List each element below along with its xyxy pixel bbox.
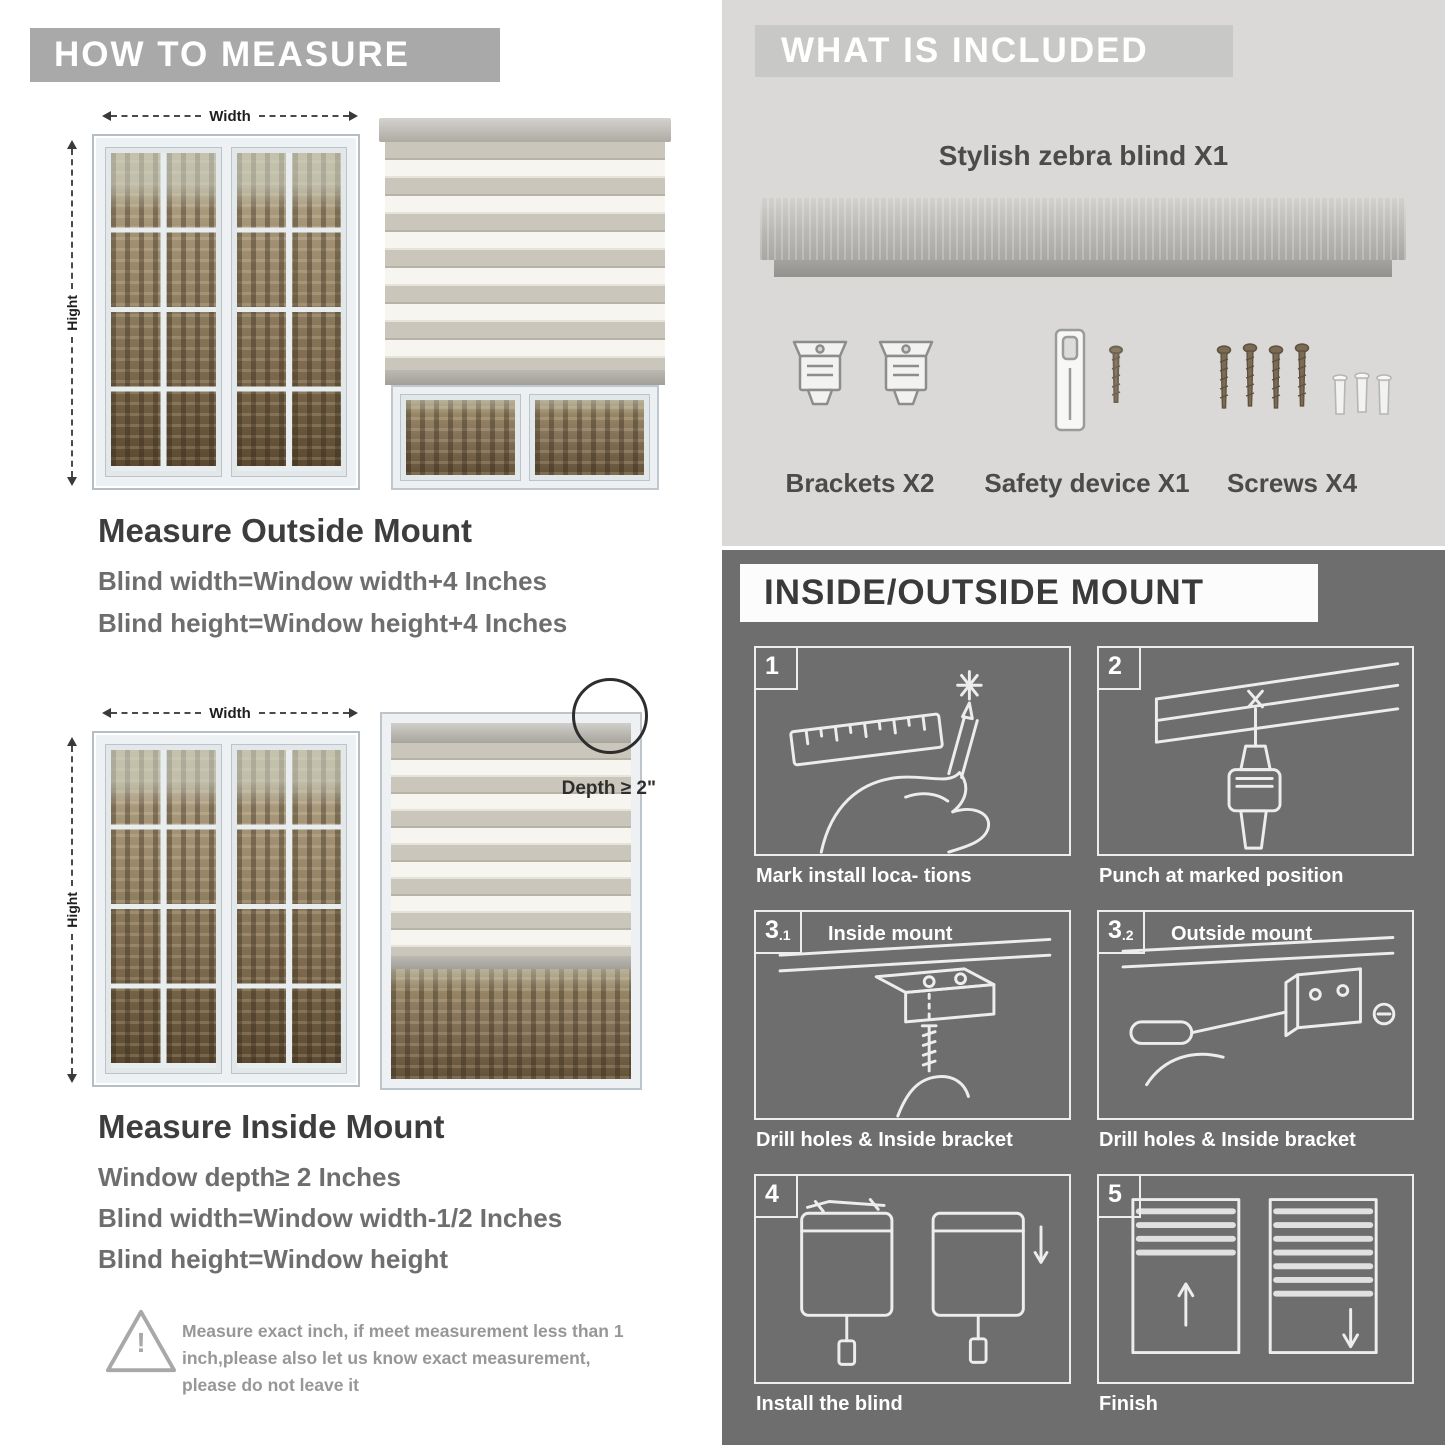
exclamation-mark: ! <box>136 1327 146 1358</box>
mount-section-header: INSIDE/OUTSIDE MOUNT <box>740 564 1318 622</box>
zebra-stripes <box>385 142 665 370</box>
arrow-down-icon <box>67 1074 77 1084</box>
blind-bottom-rail <box>385 370 665 385</box>
width-label: Width <box>209 107 251 125</box>
depth-callout-circle <box>572 678 648 754</box>
how-to-measure-header: HOW TO MEASURE <box>30 28 500 82</box>
step-title: Inside mount <box>828 923 953 945</box>
product-label: Stylish zebra blind X1 <box>938 140 1229 171</box>
outside-formula-height: Blind height=Window height+4 Inches <box>98 608 568 638</box>
width-arrow: Width <box>102 106 359 126</box>
window-glass <box>236 153 341 471</box>
inside-mount-title: Measure Inside Mount <box>98 1108 445 1145</box>
blind-headrail-illustration <box>760 198 1406 260</box>
step-5: 5 <box>1097 1174 1414 1432</box>
what-is-included-section: WHAT IS INCLUDED Stylish zebra blind X1 <box>722 0 1445 546</box>
step-1: 1 <box>754 646 1071 904</box>
window-frame <box>92 134 360 490</box>
step-number: 1 <box>756 648 798 690</box>
blind-cassette <box>379 118 671 142</box>
brackets-icon <box>784 328 944 451</box>
step-number: 5 <box>1099 1176 1141 1218</box>
window-illustration-inside: Width Hight <box>60 697 360 1087</box>
arrow-left-icon <box>102 708 111 718</box>
step-2: 2 <box>1097 646 1414 904</box>
right-column: WHAT IS INCLUDED Stylish zebra blind X1 <box>722 0 1445 1445</box>
step-caption: Drill holes & Inside bracket <box>1099 1129 1356 1151</box>
arrow-down-icon <box>67 477 77 487</box>
height-arrow: Hight <box>62 140 82 487</box>
window-illustration-outside: Width Hight <box>60 100 360 490</box>
step-number: 4 <box>756 1176 798 1218</box>
arrow-up-icon <box>67 737 77 746</box>
arrow-right-icon <box>349 708 359 718</box>
window-glass <box>111 153 216 471</box>
mount-steps-grid: 1 <box>754 646 1414 1432</box>
width-arrow: Width <box>102 703 359 723</box>
warning-triangle-icon: ! <box>102 1305 180 1377</box>
zebra-stripes <box>391 743 631 956</box>
step-caption: Install the blind <box>756 1393 903 1415</box>
outside-formula-width: Blind width=Window width+4 Inches <box>98 566 547 596</box>
step-number: 2 <box>1099 648 1141 690</box>
step-caption: Finish <box>1099 1393 1158 1415</box>
outside-bracket-illustration <box>1121 936 1396 1087</box>
zebra-blind-illustration-inside: Depth ≥ 2" <box>380 678 656 1090</box>
arrow-right-icon <box>349 111 359 121</box>
how-to-measure-section: HOW TO MEASURE Width Hight <box>0 0 722 1445</box>
outside-mount-title: Measure Outside Mount <box>98 512 473 549</box>
step-caption: Mark install loca- tions <box>756 865 972 887</box>
screws-icon <box>1210 336 1400 446</box>
inside-formula-height: Blind height=Window height <box>98 1244 448 1274</box>
height-label: Hight <box>64 295 80 331</box>
mount-instructions-section: INSIDE/OUTSIDE MOUNT 1 <box>722 550 1445 1445</box>
step-caption: Drill holes & Inside bracket <box>756 1129 1013 1151</box>
step-caption: Punch at marked position <box>1099 865 1344 887</box>
window-behind-blind <box>391 385 659 490</box>
step-number: 3.2 <box>1099 912 1145 954</box>
blind-headrail-lip <box>774 260 1392 277</box>
step-number: 3.1 <box>756 912 802 954</box>
height-label: Hight <box>64 892 80 928</box>
finish-illustration <box>1131 1198 1378 1355</box>
zebra-blind-illustration-outside <box>379 118 671 490</box>
inside-formula-depth: Window depth≥ 2 Inches <box>98 1162 401 1192</box>
blind-bottom-rail <box>391 956 631 969</box>
mark-locations-illustration <box>789 670 991 854</box>
window-frame <box>92 731 360 1087</box>
blind-cassette <box>391 723 631 743</box>
install-blind-illustration <box>800 1198 1049 1366</box>
what-is-included-header: WHAT IS INCLUDED <box>755 25 1233 77</box>
arrow-left-icon <box>102 111 111 121</box>
safety-device-label: Safety device X1 <box>984 468 1190 498</box>
inside-formula-width: Blind width=Window width-1/2 Inches <box>98 1203 563 1233</box>
step-title: Outside mount <box>1171 923 1313 945</box>
step-4: 4 <box>754 1174 1071 1432</box>
safety-device-icon <box>1034 324 1154 449</box>
brackets-label: Brackets X2 <box>785 468 935 498</box>
drill-illustration <box>1154 662 1400 850</box>
depth-label: Depth ≥ 2" <box>561 778 656 799</box>
step-3-2: 3.2 Outside mount <box>1097 910 1414 1168</box>
measurement-warning-text: Measure exact inch, if meet measurement … <box>182 1321 624 1396</box>
step-3-1: 3.1 Inside mount <box>754 910 1071 1168</box>
inside-bracket-illustration <box>778 937 1052 1118</box>
window-behind-blind <box>391 969 631 1079</box>
arrow-up-icon <box>67 140 77 149</box>
screws-label: Screws X4 <box>1226 468 1358 498</box>
height-arrow: Hight <box>62 737 82 1084</box>
width-label: Width <box>209 704 251 722</box>
